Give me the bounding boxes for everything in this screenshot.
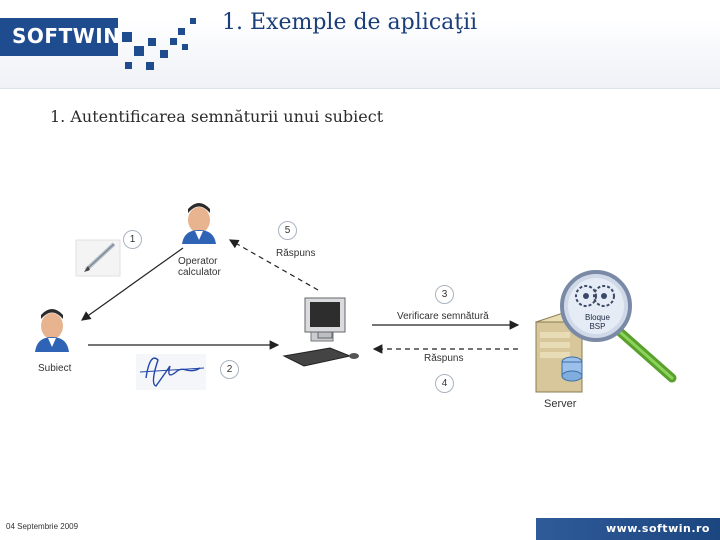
logo-dot <box>160 50 168 58</box>
step-1-badge: 1 <box>123 230 142 249</box>
logo-dot <box>178 28 185 35</box>
footer-date: 04 Septembrie 2009 <box>6 522 79 531</box>
footer-url-bar: www.softwin.ro <box>536 518 720 540</box>
operator-label-line1: Operator <box>178 256 218 267</box>
arrow-operator-to-subject <box>81 247 184 321</box>
step-2-badge: 2 <box>220 360 239 379</box>
logo-dot <box>190 18 196 24</box>
server-label: Server <box>544 398 577 410</box>
arrow-computer-to-operator <box>228 239 319 291</box>
logo-dot <box>146 62 154 70</box>
magnifier-bsp-icon <box>560 270 677 383</box>
slide-title: 1. Exemple de aplicaţii <box>222 10 478 35</box>
logo-dot <box>134 46 144 56</box>
logo-dot <box>148 38 156 46</box>
signature-icon <box>136 354 206 390</box>
header-rule <box>0 88 720 89</box>
operator-label-line2: calculator <box>178 267 221 278</box>
computer-icon <box>282 297 359 367</box>
logo-dot <box>122 32 132 42</box>
bsp-label-line2: BSP <box>589 322 606 331</box>
step-3-badge: 3 <box>435 285 454 304</box>
logo-dot <box>170 38 177 45</box>
response-operator-label: Răspuns <box>276 248 316 259</box>
response-server-label: Răspuns <box>424 353 464 364</box>
logo-text: SOFTWIN <box>12 24 121 48</box>
softwin-logo: SOFTWIN <box>0 18 121 56</box>
footer-url: www.softwin.ro <box>605 522 710 535</box>
operator-label: Operator calculator <box>178 256 221 278</box>
operator-person-icon <box>182 203 216 244</box>
header-band <box>0 0 720 88</box>
logo-dot <box>125 62 132 69</box>
step-5-badge: 5 <box>278 221 297 240</box>
logo-dot <box>182 44 188 50</box>
pen-icon <box>75 239 121 277</box>
bsp-label-line1: Bloque <box>585 313 610 322</box>
step-4-badge: 4 <box>435 374 454 393</box>
slide-subtitle: 1. Autentificarea semnăturii unui subiec… <box>50 107 384 126</box>
subject-label: Subiect <box>38 363 72 374</box>
verify-label: Verificare semnătură <box>397 311 489 322</box>
subject-person-icon <box>35 309 69 352</box>
bsp-label: Bloque BSP <box>585 313 610 331</box>
